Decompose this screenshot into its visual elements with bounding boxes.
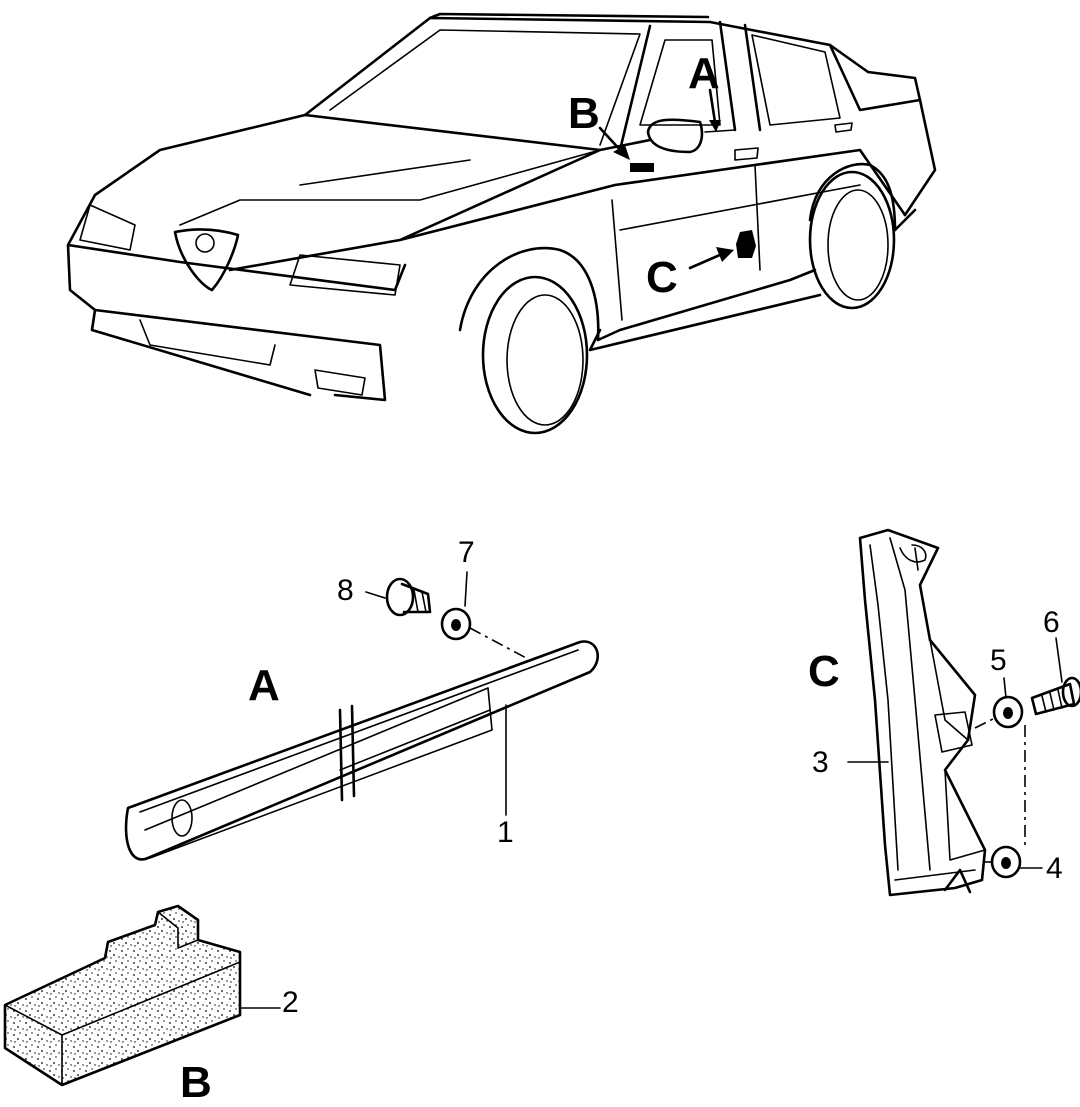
door-moulding-part bbox=[124, 640, 600, 861]
part-number-5: 5 bbox=[990, 644, 1007, 677]
car-illustration bbox=[66, 12, 937, 435]
car-callout-c: C bbox=[646, 253, 678, 302]
leader-7 bbox=[464, 571, 468, 607]
screw-part-6 bbox=[1030, 676, 1080, 716]
part-number-1: 1 bbox=[497, 816, 514, 849]
part-number-8: 8 bbox=[337, 574, 354, 607]
group-label-a: A bbox=[248, 661, 280, 710]
screw-part-8 bbox=[385, 577, 432, 617]
leader-6 bbox=[1055, 637, 1063, 683]
foam-pad-part bbox=[3, 904, 242, 1087]
part-number-7: 7 bbox=[458, 536, 475, 569]
leader-8 bbox=[365, 591, 386, 599]
assembly-line-c1 bbox=[974, 717, 996, 729]
part-number-4: 4 bbox=[1046, 852, 1063, 885]
group-label-b: B bbox=[180, 1058, 212, 1107]
group-label-c: C bbox=[808, 647, 840, 696]
washer-part-5 bbox=[992, 695, 1024, 729]
assembly-line-a bbox=[469, 627, 531, 661]
part-number-2: 2 bbox=[282, 986, 299, 1019]
leader-5 bbox=[1003, 677, 1007, 699]
car-callout-b: B bbox=[568, 89, 600, 138]
washer-part-7 bbox=[440, 607, 472, 641]
bracket-part bbox=[858, 528, 987, 897]
part-number-3: 3 bbox=[812, 746, 829, 779]
car-callout-a: A bbox=[688, 49, 720, 98]
washer-part-4 bbox=[990, 845, 1022, 879]
part-number-6: 6 bbox=[1043, 606, 1060, 639]
